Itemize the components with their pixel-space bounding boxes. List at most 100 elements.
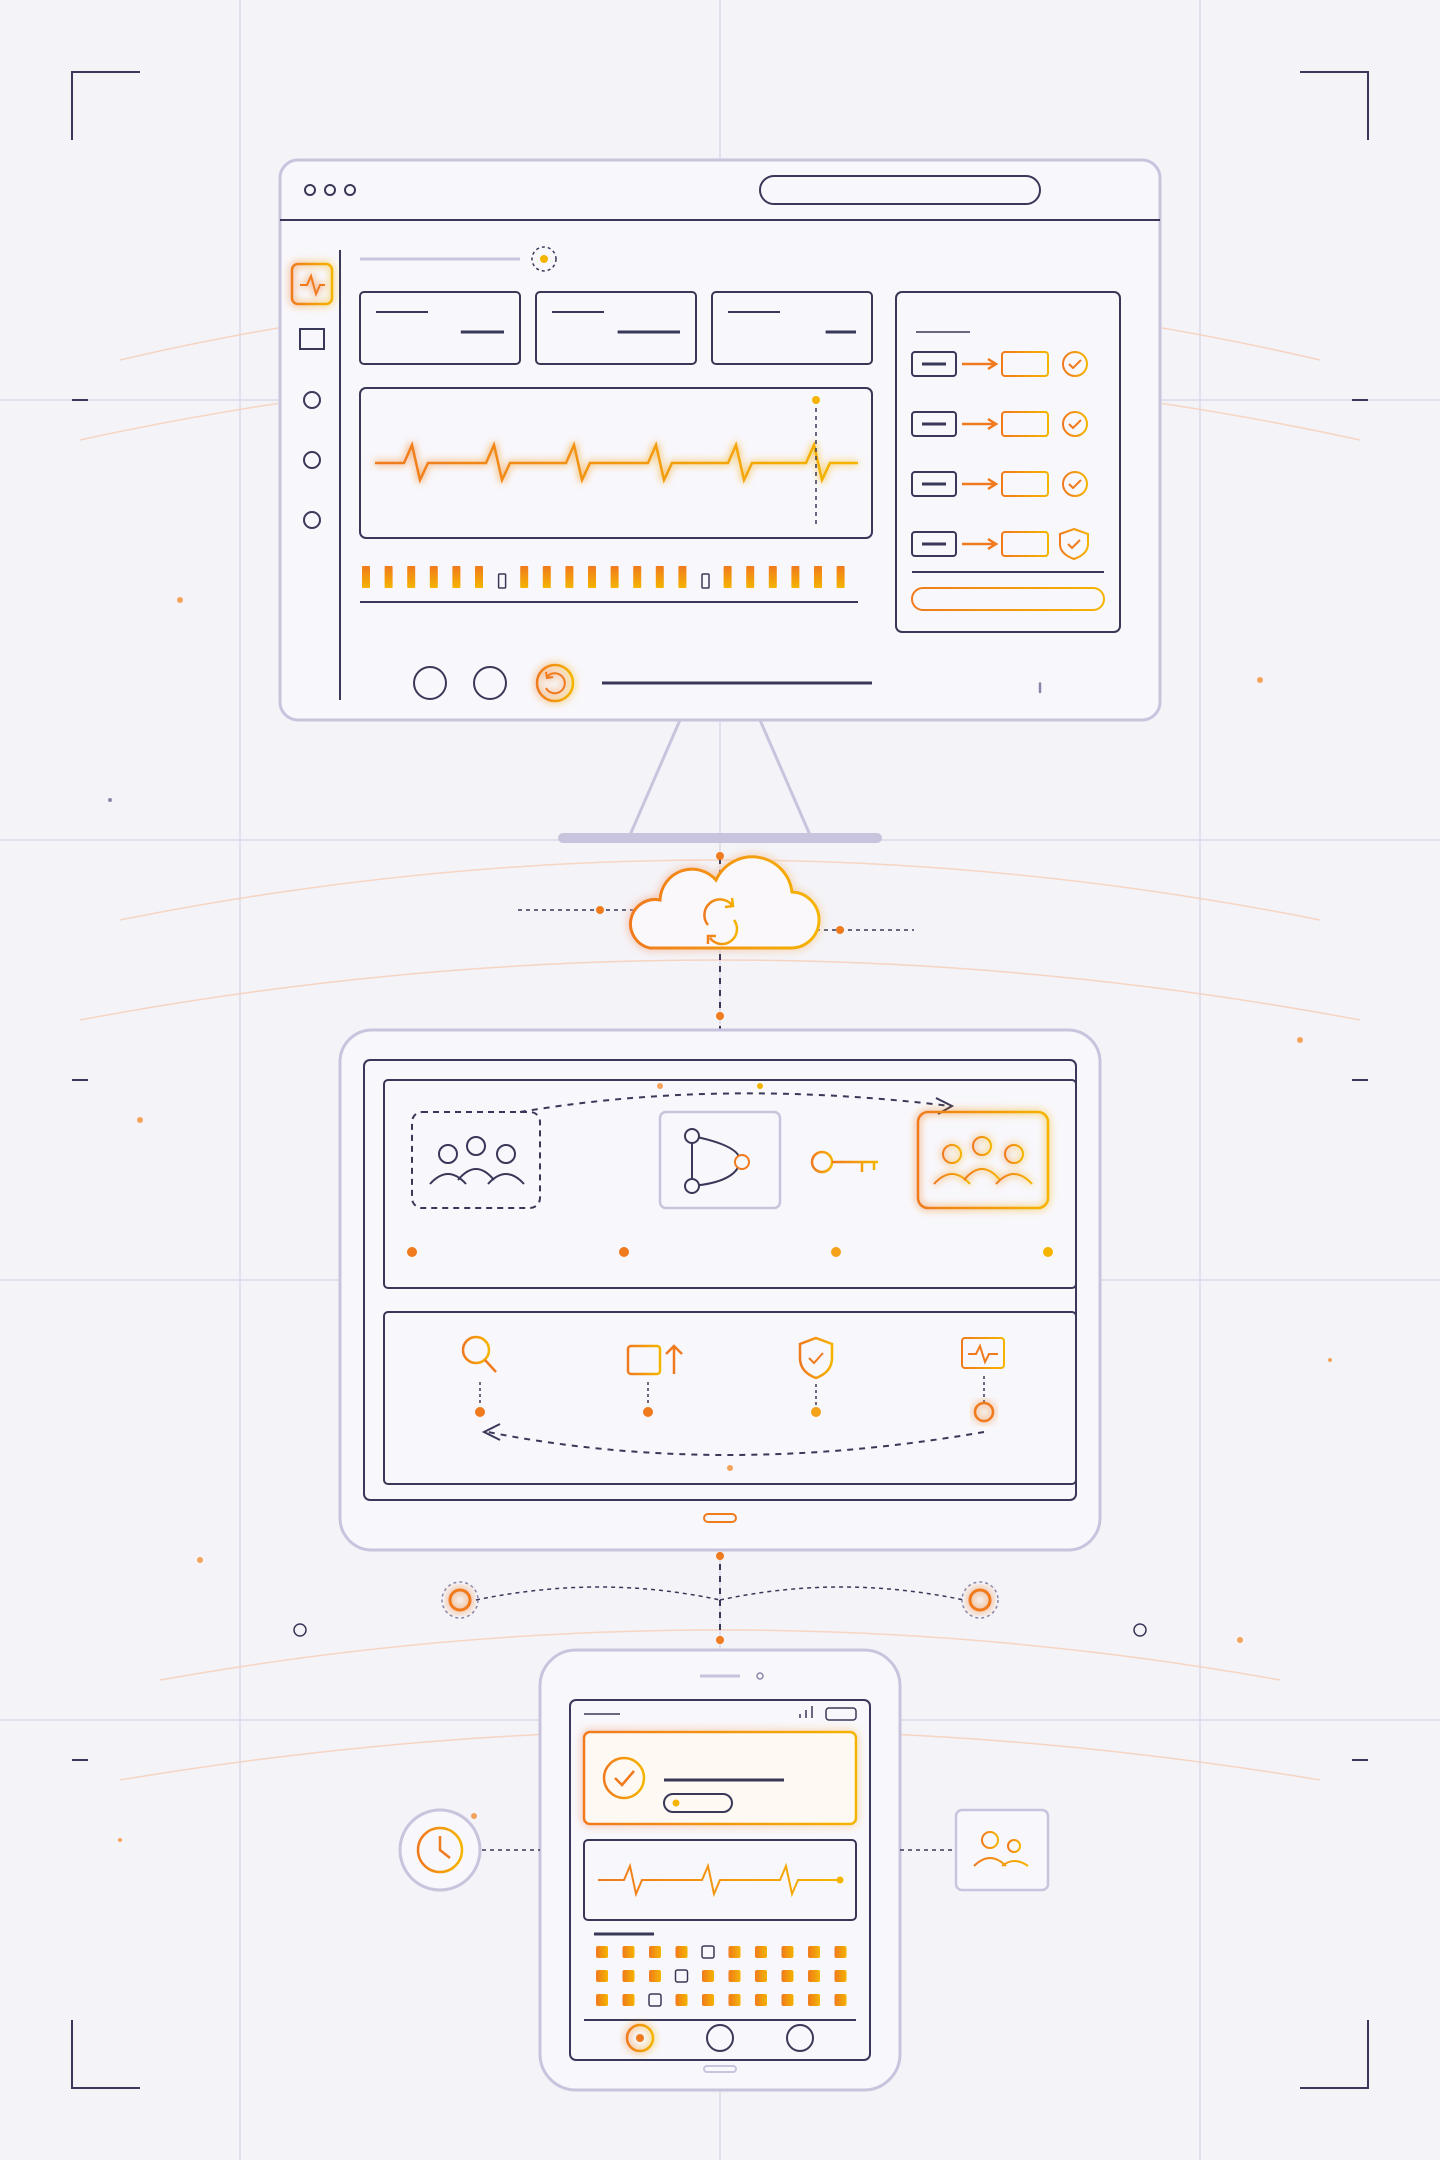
sync-icon bbox=[703, 897, 739, 946]
flow-step[interactable] bbox=[911, 471, 1088, 497]
decor-dot bbox=[197, 1557, 203, 1563]
timeline-step-search[interactable] bbox=[461, 1335, 497, 1417]
calendar-day-filled[interactable] bbox=[834, 1994, 847, 2006]
refresh-icon bbox=[545, 671, 566, 695]
arrow-right-icon bbox=[962, 357, 999, 371]
calendar-day-filled[interactable] bbox=[728, 1970, 741, 1982]
calendar-day-filled[interactable] bbox=[622, 1970, 635, 1982]
calendar-day-filled[interactable] bbox=[675, 1994, 688, 2006]
corner-brackets bbox=[71, 71, 1369, 2089]
team-group-target[interactable] bbox=[916, 1110, 1050, 1210]
phone-camera bbox=[756, 1672, 764, 1680]
corner-bracket-top-left bbox=[71, 71, 140, 140]
bar-block bbox=[565, 566, 574, 588]
decor-dot bbox=[177, 597, 183, 603]
tablet-home-button[interactable] bbox=[703, 1513, 737, 1523]
stat-card[interactable] bbox=[535, 291, 697, 365]
waveform-panel bbox=[359, 387, 873, 539]
calendar-day-filled[interactable] bbox=[755, 1946, 767, 1958]
decor-dot bbox=[118, 1838, 122, 1842]
status-toggle[interactable] bbox=[663, 1793, 733, 1813]
shield-check-icon bbox=[798, 1336, 834, 1380]
calendar-day-filled[interactable] bbox=[596, 1970, 608, 1982]
timeline-step-monitor[interactable] bbox=[961, 1337, 1005, 1423]
timeline-step-security[interactable] bbox=[798, 1336, 834, 1417]
calendar-day-filled[interactable] bbox=[596, 1994, 608, 2006]
calendar-day-filled[interactable] bbox=[728, 1994, 741, 2006]
decor-ring bbox=[293, 1623, 307, 1637]
decor-dot bbox=[1328, 1358, 1332, 1362]
bar-block bbox=[588, 566, 596, 588]
control-button[interactable] bbox=[473, 666, 507, 700]
calendar-day-filled[interactable] bbox=[728, 1946, 741, 1958]
users-widget-frame bbox=[954, 1808, 1050, 1892]
timeline-step-upload[interactable] bbox=[626, 1344, 683, 1417]
window-control-button[interactable] bbox=[344, 184, 356, 196]
flow-step-target bbox=[1001, 531, 1049, 557]
nav-item[interactable] bbox=[706, 2024, 734, 2052]
flow-step[interactable] bbox=[911, 351, 1088, 377]
calendar-day-filled[interactable] bbox=[675, 1946, 688, 1958]
calendar-day-filled[interactable] bbox=[808, 1946, 820, 1958]
corner-bracket-top-right bbox=[1300, 71, 1369, 140]
stat-card[interactable] bbox=[359, 291, 521, 365]
square-icon[interactable] bbox=[299, 328, 325, 350]
bar-block bbox=[814, 566, 822, 588]
upload-icon bbox=[626, 1344, 662, 1376]
timeline-return-arrow bbox=[487, 1431, 985, 1456]
calendar-day-empty[interactable] bbox=[701, 1945, 715, 1959]
desktop-monitor bbox=[278, 158, 1162, 843]
flow-step[interactable] bbox=[911, 411, 1088, 437]
monitor-stand bbox=[628, 719, 812, 836]
calendar-day-filled[interactable] bbox=[755, 1970, 767, 1982]
control-button[interactable] bbox=[413, 666, 447, 700]
calendar-day-filled[interactable] bbox=[649, 1946, 661, 1958]
circle-icon[interactable] bbox=[303, 511, 321, 529]
flow-step-source bbox=[911, 531, 957, 557]
calendar-day-filled[interactable] bbox=[781, 1970, 794, 1982]
clock-widget[interactable] bbox=[398, 1808, 482, 1892]
node-graph[interactable] bbox=[658, 1110, 782, 1210]
calendar-day-filled[interactable] bbox=[834, 1970, 847, 1982]
window-control-button[interactable] bbox=[324, 184, 336, 196]
refresh-button[interactable] bbox=[535, 663, 575, 703]
bar-block bbox=[836, 566, 845, 588]
calendar-day-filled[interactable] bbox=[596, 1946, 608, 1958]
calendar-day-filled[interactable] bbox=[781, 1946, 794, 1958]
flow-step[interactable] bbox=[911, 527, 1089, 561]
calendar-day-filled[interactable] bbox=[781, 1994, 794, 2006]
decor-dot bbox=[1297, 1037, 1303, 1043]
bar-block bbox=[655, 566, 664, 588]
stat-card[interactable] bbox=[711, 291, 873, 365]
users-widget[interactable] bbox=[954, 1808, 1050, 1892]
team-group-source[interactable] bbox=[411, 1111, 541, 1209]
address-bar[interactable] bbox=[759, 175, 1041, 205]
calendar-day-filled[interactable] bbox=[755, 1994, 767, 2006]
calendar-day-filled[interactable] bbox=[622, 1994, 635, 2006]
nav-item-home[interactable] bbox=[625, 2023, 655, 2053]
calendar-day-filled[interactable] bbox=[702, 1994, 714, 2006]
calendar-day-filled[interactable] bbox=[649, 1970, 661, 1982]
connector-node bbox=[716, 1012, 724, 1020]
calendar-day-empty[interactable] bbox=[648, 1993, 662, 2007]
bar-block bbox=[407, 566, 416, 588]
circle-icon[interactable] bbox=[303, 451, 321, 469]
sidebar-item-monitor[interactable] bbox=[290, 262, 334, 306]
nav-item[interactable] bbox=[786, 2024, 814, 2052]
stat-cards bbox=[359, 291, 873, 365]
window-control-button[interactable] bbox=[304, 184, 316, 196]
status-card[interactable] bbox=[582, 1730, 858, 1826]
timeline-node bbox=[811, 1407, 821, 1417]
battery-icon bbox=[825, 1707, 857, 1721]
calendar-day-filled[interactable] bbox=[702, 1970, 714, 1982]
calendar-day-filled[interactable] bbox=[834, 1946, 847, 1958]
circle-icon[interactable] bbox=[303, 391, 321, 409]
calendar-day-filled[interactable] bbox=[808, 1970, 820, 1982]
calendar-day-filled[interactable] bbox=[622, 1946, 635, 1958]
monitor-base bbox=[558, 833, 882, 843]
calendar-day-empty[interactable] bbox=[674, 1969, 689, 1983]
refresh-button-ring bbox=[535, 663, 575, 703]
calendar-day-filled[interactable] bbox=[808, 1994, 820, 2006]
flow-progress-bar[interactable] bbox=[911, 587, 1105, 611]
